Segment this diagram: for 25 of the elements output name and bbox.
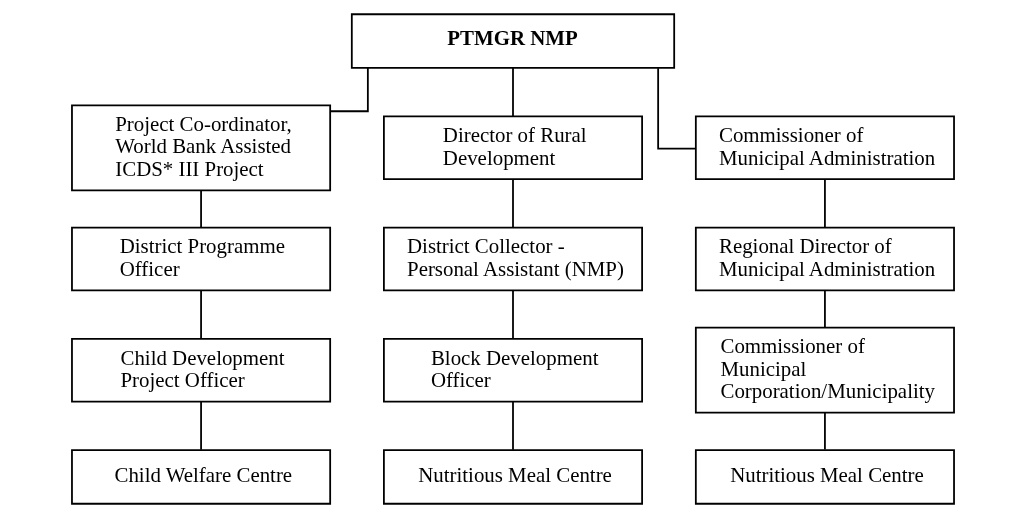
node-box: Block Development Officer [383,337,643,403]
node-box: Nutritious Meal Centre [694,449,955,505]
node-box: Commissioner of Municipal Administration [694,115,955,181]
node-box: District Collector - Personal Assistant (NMP) [383,226,643,292]
connector [657,67,697,150]
connector [200,289,202,340]
node-box: Child Welfare Centre [71,449,332,505]
node-box: District Programme Officer [71,226,332,292]
node-box: Commissioner of Municipal Corporation/Municipality [694,326,955,414]
node-box: Child Development Project Officer [71,337,332,403]
connector [512,289,514,340]
node-box: Regional Director of Municipal Administration [694,226,955,292]
node-box: Nutritious Meal Centre [383,449,643,505]
connector [512,400,514,451]
connector [329,67,369,113]
connector [512,67,514,118]
node-box: Director of Rural Development [383,115,643,181]
connector [200,189,202,229]
connector [200,400,202,451]
connector [824,289,826,329]
node-box: Project Co-ordinator, World Bank Assisted ICDS* III Project [71,104,332,192]
connector [824,412,826,451]
connector [824,178,826,229]
node-box: PTMGR NMP [350,13,676,69]
connector [512,178,514,229]
